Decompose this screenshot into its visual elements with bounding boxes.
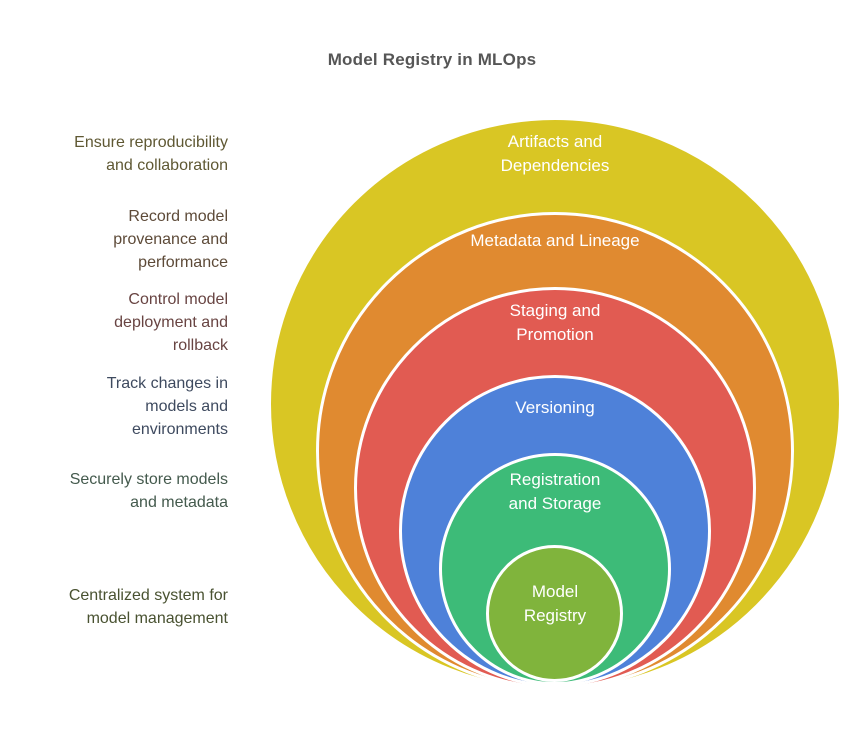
annotation-line: deployment and bbox=[114, 314, 228, 331]
annotation-line: Track changes in bbox=[106, 375, 228, 392]
diagram-title: Model Registry in MLOps bbox=[327, 50, 537, 69]
ring-label-artifacts-dependencies: Artifacts and Dependencies bbox=[355, 130, 755, 178]
ring-label-metadata-lineage: Metadata and Lineage bbox=[355, 229, 755, 253]
ring-label-line: Model bbox=[531, 582, 579, 601]
ring-label-line: Registry bbox=[523, 606, 587, 625]
ring-label-line: Registration bbox=[509, 470, 601, 489]
annotation-line: rollback bbox=[172, 337, 228, 354]
annotation-line: Record model bbox=[128, 208, 228, 225]
annotation-line: model management bbox=[86, 610, 228, 627]
annotation-line: performance bbox=[138, 254, 228, 271]
ring-label-line: Metadata and Lineage bbox=[470, 231, 640, 250]
ring-label-staging-promotion: Staging and Promotion bbox=[355, 299, 755, 347]
annotation-centralized-system: Centralized system for model management bbox=[0, 584, 228, 630]
ring-label-line: Artifacts and bbox=[507, 132, 603, 151]
annotation-line: and metadata bbox=[130, 494, 228, 511]
annotation-line: Centralized system for bbox=[68, 587, 228, 604]
ring-label-line: Versioning bbox=[515, 398, 595, 417]
ring-label-line: Dependencies bbox=[500, 156, 610, 175]
ring-label-line: and Storage bbox=[508, 494, 602, 513]
annotation-ensure-reproducibility: Ensure reproducibility and collaboration bbox=[0, 131, 228, 177]
annotation-line: models and bbox=[145, 398, 228, 415]
ring-label-registration-storage: Registration and Storage bbox=[355, 468, 755, 516]
annotation-line: Control model bbox=[128, 291, 228, 308]
annotation-record-provenance: Record model provenance and performance bbox=[0, 205, 228, 274]
annotation-line: Ensure reproducibility bbox=[74, 134, 228, 151]
annotation-securely-store: Securely store models and metadata bbox=[0, 468, 228, 514]
ring-label-versioning: Versioning bbox=[355, 396, 755, 420]
annotation-line: environments bbox=[131, 421, 228, 438]
annotation-line: Securely store models bbox=[69, 471, 228, 488]
annotation-line: and collaboration bbox=[106, 157, 228, 174]
ring-label-model-registry: Model Registry bbox=[355, 580, 755, 628]
ring-label-line: Promotion bbox=[516, 325, 594, 344]
annotation-control-deployment: Control model deployment and rollback bbox=[0, 288, 228, 357]
annotation-track-changes: Track changes in models and environments bbox=[0, 372, 228, 441]
ring-model-registry bbox=[486, 545, 623, 682]
annotation-line: provenance and bbox=[113, 231, 228, 248]
ring-label-line: Staging and bbox=[509, 301, 601, 320]
